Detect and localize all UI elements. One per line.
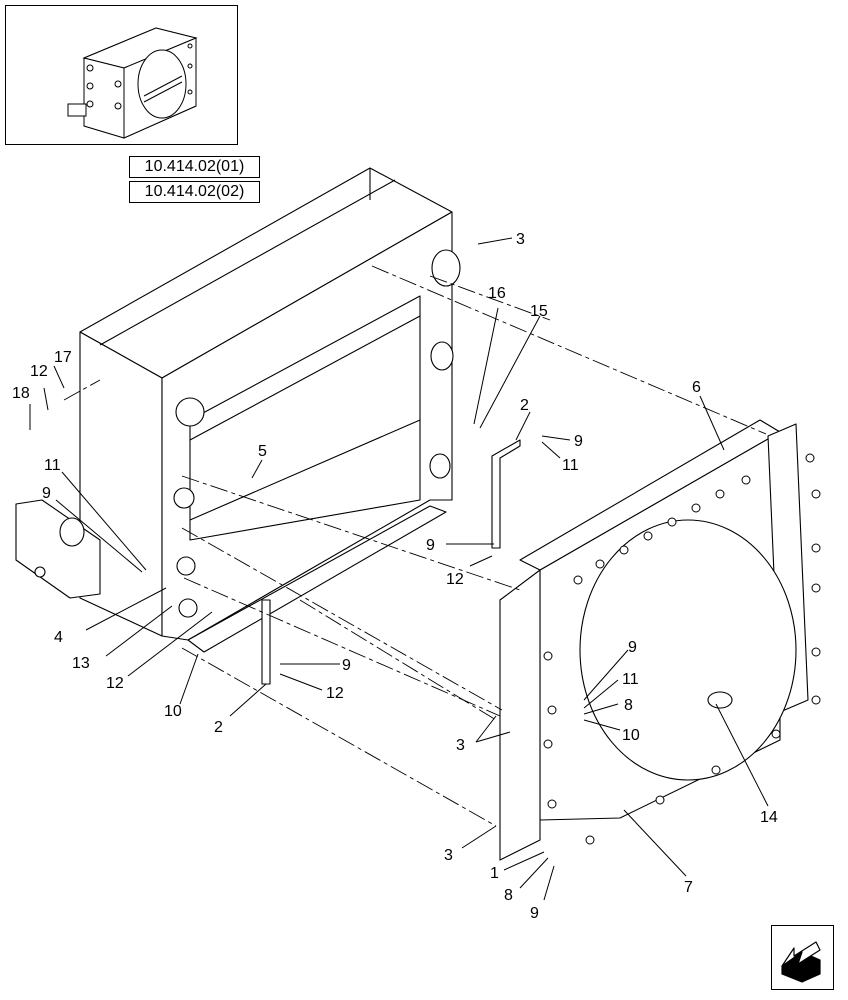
- previous-page-arrow-icon: [781, 941, 821, 983]
- callout-8-mid: 8: [624, 697, 633, 714]
- callout-2-bottom: 2: [214, 719, 223, 736]
- support-strap-2b: [491, 439, 521, 549]
- bottom-seal-plate: [187, 505, 447, 653]
- callout-12-left: 12: [30, 363, 48, 380]
- callout-labels: 1 2 2 3 3 3 4 5 6 7 8 8 9 9 9 9 9 9 10 1…: [12, 231, 778, 922]
- fan-opening: [579, 519, 797, 781]
- callout-9-lower: 9: [342, 657, 351, 674]
- callout-9-mid: 9: [426, 537, 435, 554]
- callout-11-right: 11: [622, 671, 639, 688]
- callout-15: 15: [530, 303, 548, 320]
- callout-8-bottom: 8: [504, 887, 513, 904]
- callout-17: 17: [54, 349, 72, 366]
- callout-10-right: 10: [622, 727, 640, 744]
- reference-link-1[interactable]: 10.414.02(01): [129, 156, 260, 178]
- callout-11-left: 11: [44, 457, 61, 474]
- assembly-thumbnail: [5, 5, 238, 145]
- assembly-thumbnail-icon: [67, 27, 198, 139]
- callout-9-shroud: 9: [628, 639, 637, 656]
- callout-4: 4: [54, 629, 63, 646]
- previous-page-button[interactable]: [771, 925, 834, 990]
- callout-10-left: 10: [164, 703, 182, 720]
- callout-9-left: 9: [42, 485, 51, 502]
- callout-14: 14: [760, 809, 778, 826]
- fan-shroud-flange-left: [499, 569, 541, 861]
- callout-12-right: 12: [326, 685, 344, 702]
- callout-9-right: 9: [574, 433, 583, 450]
- callout-9-bottom: 9: [530, 905, 539, 922]
- reference-link-2[interactable]: 10.414.02(02): [129, 181, 260, 203]
- callout-16: 16: [488, 285, 506, 302]
- callout-1: 1: [490, 865, 499, 882]
- callout-13: 13: [72, 655, 90, 672]
- callout-3-mid: 3: [456, 737, 465, 754]
- callout-12-mid: 12: [446, 571, 464, 588]
- callout-18: 18: [12, 385, 30, 402]
- callout-5: 5: [258, 443, 267, 460]
- callout-11-top: 11: [562, 457, 579, 474]
- callout-2-top: 2: [520, 397, 529, 414]
- callout-7: 7: [684, 879, 693, 896]
- support-strap-2: [261, 599, 271, 685]
- callout-6: 6: [692, 379, 701, 396]
- callout-12-lower: 12: [106, 675, 124, 692]
- callout-3-top: 3: [516, 231, 525, 248]
- fan-shroud-top: [519, 419, 781, 571]
- callout-3-bottom: 3: [444, 847, 453, 864]
